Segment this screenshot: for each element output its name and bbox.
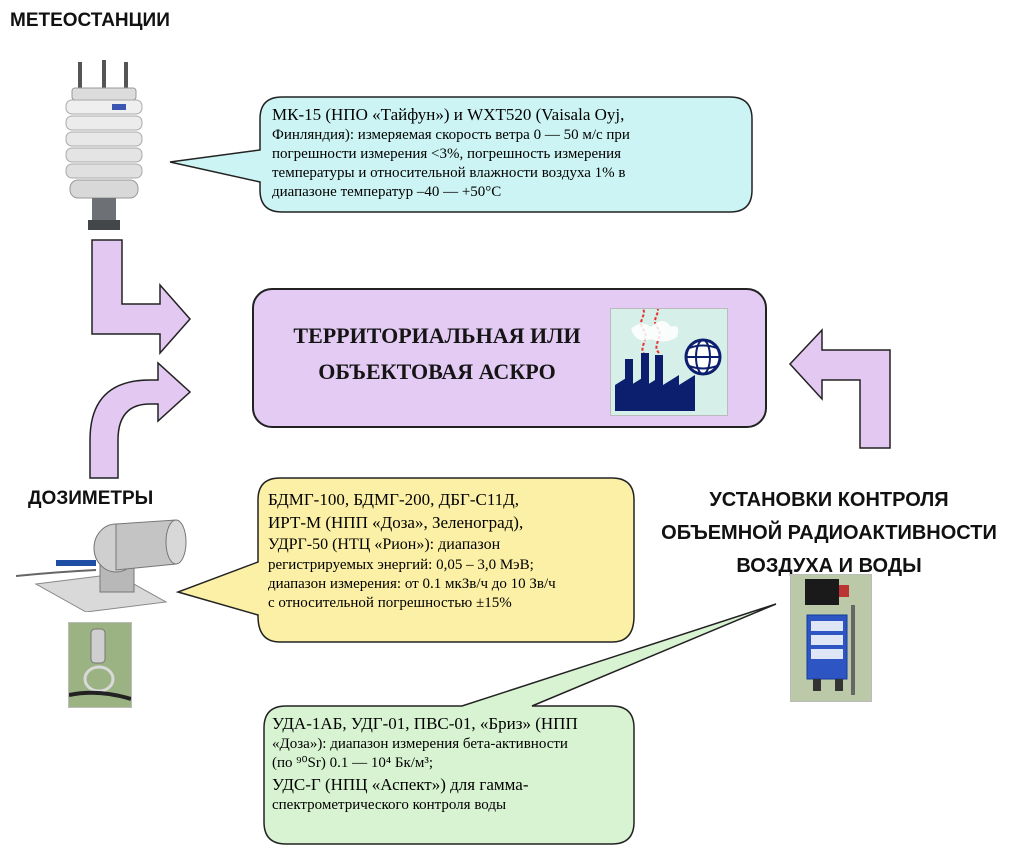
callout-line: ИРТ-М (НПП «Доза», Зеленоград), — [268, 513, 524, 532]
heading-meteo-stations: МЕТЕОСТАНЦИИ — [10, 10, 170, 31]
arrow-installation-to-center — [788, 328, 891, 449]
heading-installations-line: ВОЗДУХА И ВОДЫ — [736, 555, 922, 577]
arrow-meteo-to-center — [91, 239, 192, 355]
center-title-line: ТЕРРИТОРИАЛЬНАЯ ИЛИ — [293, 323, 581, 348]
callout-line: МК-15 (НПО «Тайфун») и WXT520 (Vaisala O… — [272, 105, 625, 124]
center-title-line: ОБЪЕКТОВАЯ АСКРО — [318, 359, 556, 384]
arrow-dosimeter-to-center — [89, 361, 192, 479]
callout-installation-text: УДА-1АБ, УДГ-01, ПВС-01, «Бриз» (НПП «До… — [272, 712, 626, 815]
callout-line: диапазон измерения: от 0.1 мкЗв/ч до 10 … — [268, 576, 556, 592]
monitoring-installation-icon — [790, 574, 872, 702]
callout-installation-bubble — [263, 603, 777, 845]
callout-line: регистрируемых энергий: 0,05 – 3,0 МэВ; — [268, 557, 534, 573]
callout-meteo-text: МК-15 (НПО «Тайфун») и WXT520 (Vaisala O… — [272, 104, 740, 202]
heading-installations: УСТАНОВКИ КОНТРОЛЯ ОБЪЕМНОЙ РАДИОАКТИВНО… — [648, 484, 1010, 583]
callout-line: УДРГ-50 (НТЦ «Рион»): диапазон — [268, 536, 501, 553]
heading-installations-line: ОБЪЕМНОЙ РАДИОАКТИВНОСТИ — [661, 522, 997, 544]
center-askro-title: ТЕРРИТОРИАЛЬНАЯ ИЛИ ОБЪЕКТОВАЯ АСКРО — [262, 318, 612, 390]
heading-dosimeters: ДОЗИМЕТРЫ — [28, 488, 154, 509]
callout-line: «Доза»): диапазон измерения бета-активно… — [272, 736, 568, 752]
heading-installations-line: УСТАНОВКИ КОНТРОЛЯ — [709, 489, 949, 511]
factory-globe-icon — [610, 308, 728, 416]
callout-meteo-bubble — [169, 96, 753, 213]
callout-line: спектрометрического контроля воды — [272, 797, 507, 813]
callout-line: (по ⁹⁰Sr) 0.1 — 10⁴ Бк/м³; — [272, 755, 434, 771]
callout-line: УДА-1АБ, УДГ-01, ПВС-01, «Бриз» (НПП — [272, 714, 578, 733]
callout-dosimeter-bubble — [175, 477, 635, 643]
cable-sensor-photo-icon — [68, 622, 132, 708]
callout-line: погрешности измерения <3%, погрешность и… — [272, 146, 622, 162]
callout-line: диапазоне температур –40 — +50°С — [272, 184, 502, 200]
callout-line: с относительной погрешностью ±15% — [268, 595, 512, 611]
callout-line: температуры и относительной влажности во… — [272, 165, 626, 181]
weather-station-sensor-icon — [62, 60, 146, 232]
callout-dosimeter-text: БДМГ-100, БДМГ-200, ДБГ-С11Д, ИРТ-М (НПП… — [268, 488, 624, 613]
dosimeter-device-icon — [16, 512, 188, 612]
callout-line: УДС-Г (НПЦ «Аспект») для гамма- — [272, 775, 529, 794]
callout-line: Финляндия): измеряемая скорость ветра 0 … — [272, 127, 630, 143]
callout-line: БДМГ-100, БДМГ-200, ДБГ-С11Д, — [268, 490, 520, 509]
